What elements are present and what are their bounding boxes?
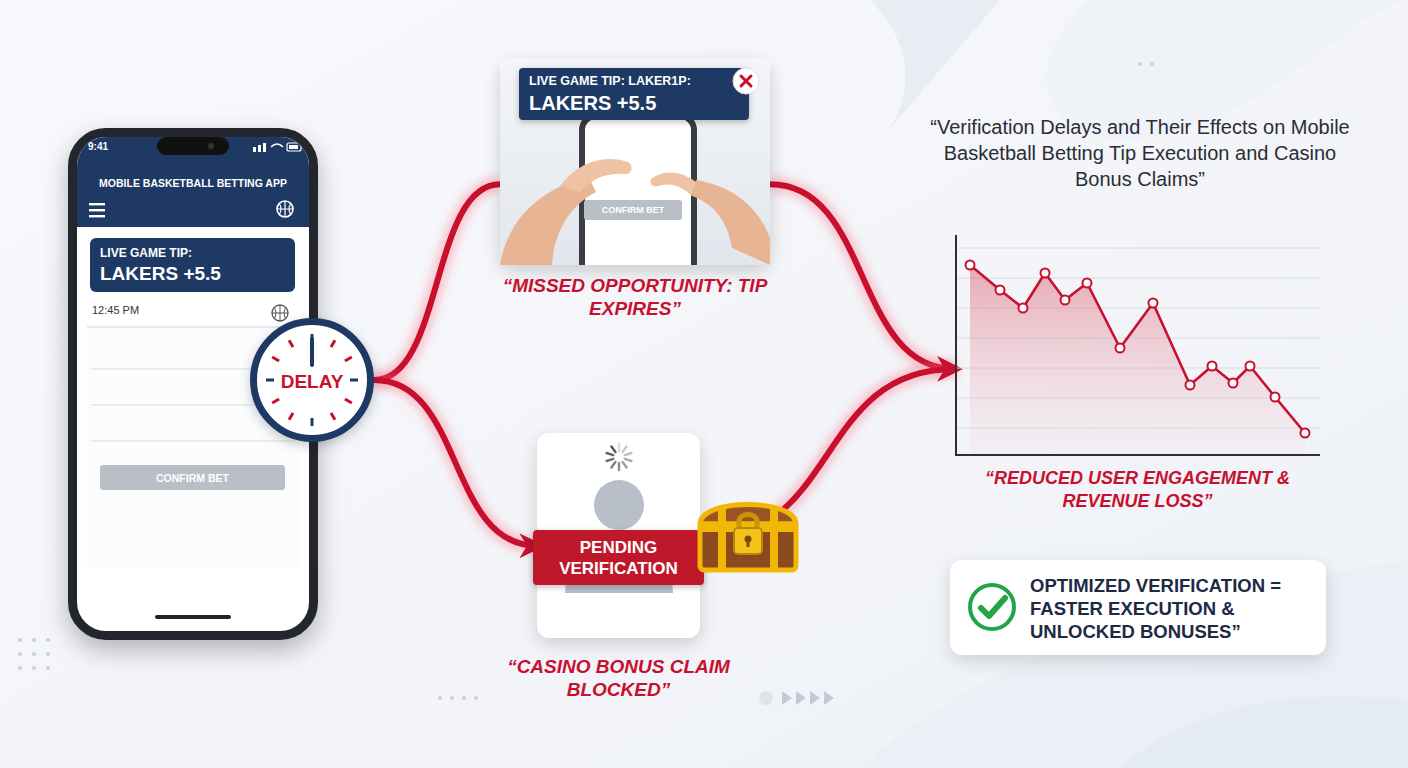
outcome-caption: “CASINO BONUS CLAIM BLOCKED” [492,655,745,701]
chart-caption: “REDUCED USER ENGAGEMENT & REVENUE LOSS” [940,467,1335,513]
flow-connector [770,184,955,369]
close-icon [731,66,761,96]
solution-box: OPTIMIZED VERIFICATION = FASTER EXECUTIO… [950,560,1326,655]
connector-line [374,184,500,380]
diagram-title: “Verification Delays and Their Effects o… [922,114,1358,192]
expired-tip-card: “MISSED OPPORTUNITY: TIP EXPIRES”LIVE GA… [500,58,770,265]
status-label: PENDING VERIFICATION [533,537,704,579]
flow-connector [374,380,537,546]
button-label: CONFIRM BET [100,472,285,484]
tip-heading: LIVE GAME TIP: [100,246,192,260]
connector-line [374,380,537,546]
app-title: MOBILE BASKETBALL BETTING APP [81,177,305,190]
connector-glow [700,369,955,540]
confirm-button: CONFIRM BET [584,200,682,220]
revenue-chart: “REDUCED USER ENGAGEMENT & REVENUE LOSS” [955,235,1320,520]
tip-banner: LIVE GAME TIP: LAKER1P: LAKERS +5.5 [519,68,749,120]
tip-banner: LIVE GAME TIP: LAKERS +5.5 [90,238,295,292]
connector-glow [374,380,537,546]
solution-text: OPTIMIZED VERIFICATION = FASTER EXECUTIO… [1030,573,1315,642]
line-chart [955,235,1320,460]
connector-line [770,184,955,369]
button-label: CONFIRM BET [584,205,682,216]
outcome-caption: “MISSED OPPORTUNITY: TIP EXPIRES” [475,274,795,320]
tip-heading: LIVE GAME TIP: LAKER1P: [529,74,691,89]
check-icon [964,579,1020,635]
connector-glow [770,184,955,369]
status-band: PENDING VERIFICATION [533,530,704,585]
confirm-button: CONFIRM BET [100,465,285,490]
delay-clock: DELAY [250,318,374,442]
flow-connector [700,369,955,540]
tip-value: LAKERS +5.5 [100,263,221,285]
flow-connector [374,184,500,380]
connector-glow [374,184,500,380]
verification-card: “CASINO BONUS CLAIM BLOCKED”PENDING VERI… [537,433,700,638]
connector-line [700,369,955,540]
clock-label: DELAY [257,371,367,393]
tip-value: LAKERS +5.5 [529,92,656,115]
treasure-chest-icon [692,484,804,576]
